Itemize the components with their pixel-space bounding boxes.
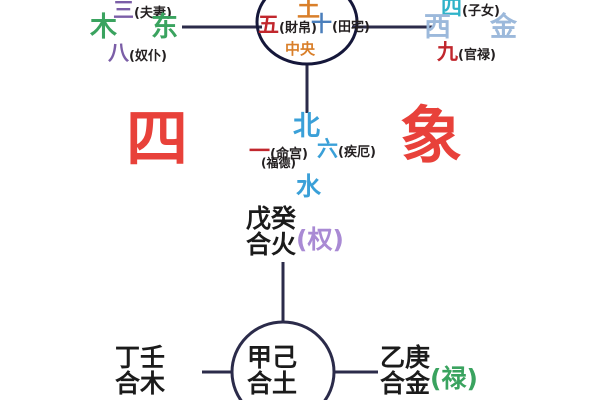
north-direction-label: 北 [293, 111, 320, 142]
center-element-earth: 土 [297, 0, 320, 22]
west-palace-zinv: (子女) [462, 4, 500, 19]
title-char-xiang: 象 [400, 99, 463, 172]
combo-right-stack: 乙庚 合金 [380, 345, 430, 396]
combo-left: 丁壬 合木 [115, 345, 165, 396]
north-palace-fude: (福德) [261, 156, 296, 170]
combo-top-line1: 戊癸 [246, 204, 297, 233]
west-element-metal: 金 [490, 12, 517, 43]
center-palace-caibo: (財帛) [279, 21, 317, 36]
combo-center-stack: 甲己 合土 [247, 345, 297, 396]
east-direction-label: 东 [151, 12, 178, 43]
west-top-number-group: 四(子女) [441, 0, 500, 19]
title-char-si: 四 [126, 102, 189, 175]
combo-left-line2: 合木 [115, 368, 166, 398]
combo-top-line2: 合火 [246, 229, 297, 259]
combo-center-line1: 甲己 [247, 343, 298, 372]
combo-center: 甲己 合土 [247, 345, 297, 396]
north-number-six: 六 [317, 137, 338, 161]
west-direction-label: 西 [424, 12, 451, 43]
center-left-number-group: 五(財帛) [258, 15, 317, 36]
combo-right-line2: 合金 [380, 368, 431, 398]
combo-top-suffix: (权) [296, 225, 344, 254]
east-number-eight: 八 [108, 41, 129, 65]
combo-right-suffix: (禄) [430, 364, 478, 393]
east-palace-nupu: (奴仆) [129, 49, 167, 64]
east-number-three: 三 [113, 0, 134, 22]
combo-right-line1: 乙庚 [380, 343, 431, 372]
north-palace-jie: (疾厄) [338, 145, 376, 160]
west-number-four: 四 [441, 0, 462, 20]
north-element-water: 水 [296, 172, 322, 201]
center-number-five: 五 [258, 13, 279, 37]
east-element-wood: 木 [90, 12, 117, 43]
east-bottom-number-group: 八(奴仆) [108, 43, 167, 64]
center-number-ten: 十 [311, 12, 332, 36]
west-number-nine: 九 [437, 40, 458, 64]
combo-top: 戊癸 合火 (权) [246, 206, 344, 257]
top-circle [255, 0, 359, 66]
combo-center-line2: 合土 [247, 368, 298, 398]
west-bottom-number-group: 九(官禄) [437, 42, 496, 63]
north-right-number-group: 六(疾厄) [317, 139, 376, 160]
north-palace-minggong: (命宫) [270, 147, 308, 162]
east-palace-fuqi: (夫妻) [134, 6, 172, 21]
east-top-number-group: 三(夫妻) [113, 0, 172, 21]
combo-right: 乙庚 合金 (禄) [380, 345, 478, 396]
combo-left-stack: 丁壬 合木 [115, 345, 165, 396]
west-palace-guanlu: (官禄) [458, 48, 496, 63]
combo-top-stack: 戊癸 合火 [246, 206, 296, 257]
combo-left-line1: 丁壬 [115, 343, 166, 372]
center-direction-label: 中央 [285, 40, 316, 58]
center-right-number-group: 十(田宅) [311, 14, 370, 35]
north-number-one: 一 [249, 139, 270, 163]
north-left-number-group: 一(命宫) [249, 141, 308, 162]
bottom-circle [230, 320, 336, 400]
center-palace-tianzhai: (田宅) [332, 20, 370, 35]
